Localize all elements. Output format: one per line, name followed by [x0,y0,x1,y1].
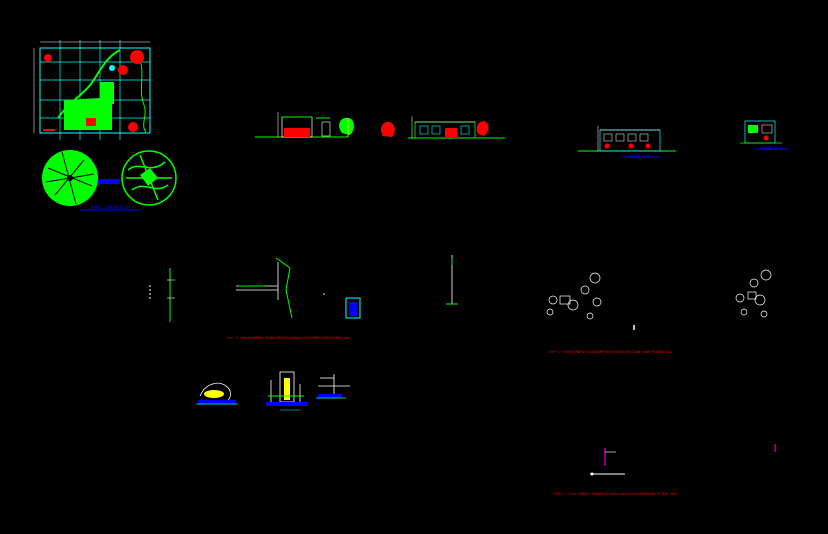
detail-section [236,257,361,319]
detail-column [149,268,175,322]
detail-bench [316,374,350,399]
elevation-front [255,112,354,138]
xref-path-3: Xref C:\Users\MARIA GUADALUPE\Desktop\EL… [554,492,677,496]
elevation-side [578,126,676,158]
elevation-a-title: CORTE A-A' [628,154,652,159]
elevation-b-title: CORTE B-B' [760,146,784,151]
site-plan [33,40,151,140]
elevation-small [740,120,788,150]
detail-post [446,255,458,305]
tree-symbols [42,150,177,211]
detail-marker [590,444,776,476]
elevation-long [380,116,505,139]
detail-planter [196,382,238,405]
furniture-cluster-a [546,272,635,330]
trees-title: ARBOL ORNAMENTAL [91,205,130,210]
xref-path-2: Xref C:\Users\MARIA GUADALUPE\Desktop\EL… [549,350,672,354]
xref-path-1: Xref C:\Users\MARIA GUADALUPE\Desktop\EL… [227,336,350,340]
furniture-cluster-b [735,269,772,318]
detail-fountain [266,371,308,411]
